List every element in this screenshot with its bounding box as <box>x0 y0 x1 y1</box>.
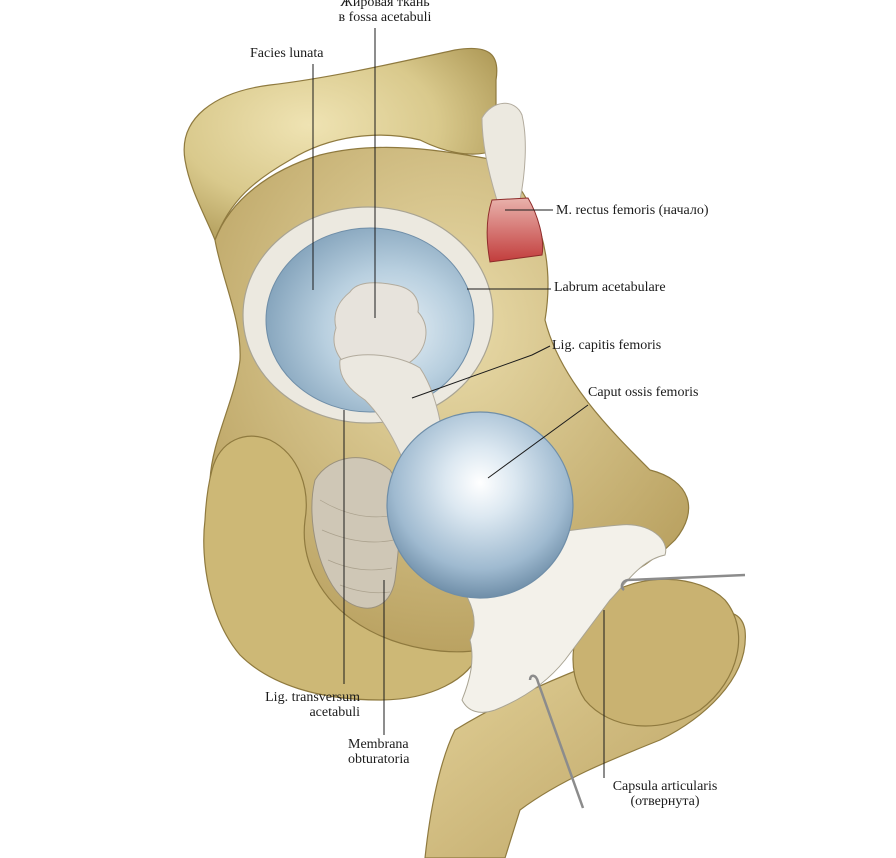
label-capsula-articularis: Capsula articularis (отвернута) <box>590 779 740 809</box>
label-membrana-line2: obturatoria <box>348 752 410 767</box>
greater-trochanter <box>572 578 740 727</box>
rectus-femoris-muscle <box>486 197 544 263</box>
leader-lig-capitis <box>411 345 551 399</box>
femoral-head <box>386 411 574 599</box>
label-membrana-line1: Membrana <box>348 737 409 752</box>
fossa-fat-tissue <box>333 282 427 375</box>
label-facies-lunata: Facies lunata <box>250 46 324 61</box>
retractor-wire-upper <box>620 573 746 591</box>
label-fat-tissue: Жировая ткань в fossa acetabuli <box>300 0 470 25</box>
label-capsula-line2: (отвернута) <box>630 794 700 809</box>
label-fat-tissue-line1: Жировая ткань <box>340 0 430 10</box>
obturator-membrane <box>311 457 401 609</box>
leader-lines <box>312 28 605 778</box>
label-capsula-line1: Capsula articularis <box>612 779 718 794</box>
label-caput-ossis-femoris: Caput ossis femoris <box>588 385 699 400</box>
retractor-wire-lower <box>528 674 585 809</box>
label-rectus-femoris: M. rectus femoris (начало) <box>556 203 709 218</box>
label-lig-transversum-line1: Lig. transversum <box>265 690 360 705</box>
label-labrum-acetabulare: Labrum acetabulare <box>554 280 666 295</box>
label-fat-tissue-line2: в fossa acetabuli <box>338 10 432 25</box>
label-lig-transversum-line2: acetabuli <box>309 705 360 720</box>
label-membrana-obturatoria: Membrana obturatoria <box>348 737 409 767</box>
label-lig-transversum: Lig. transversum acetabuli <box>230 690 360 720</box>
rectus-tendon <box>481 102 526 211</box>
label-lig-capitis-femoris: Lig. capitis femoris <box>552 338 662 353</box>
leader-caput <box>487 404 589 479</box>
ilium-wing <box>183 47 498 242</box>
